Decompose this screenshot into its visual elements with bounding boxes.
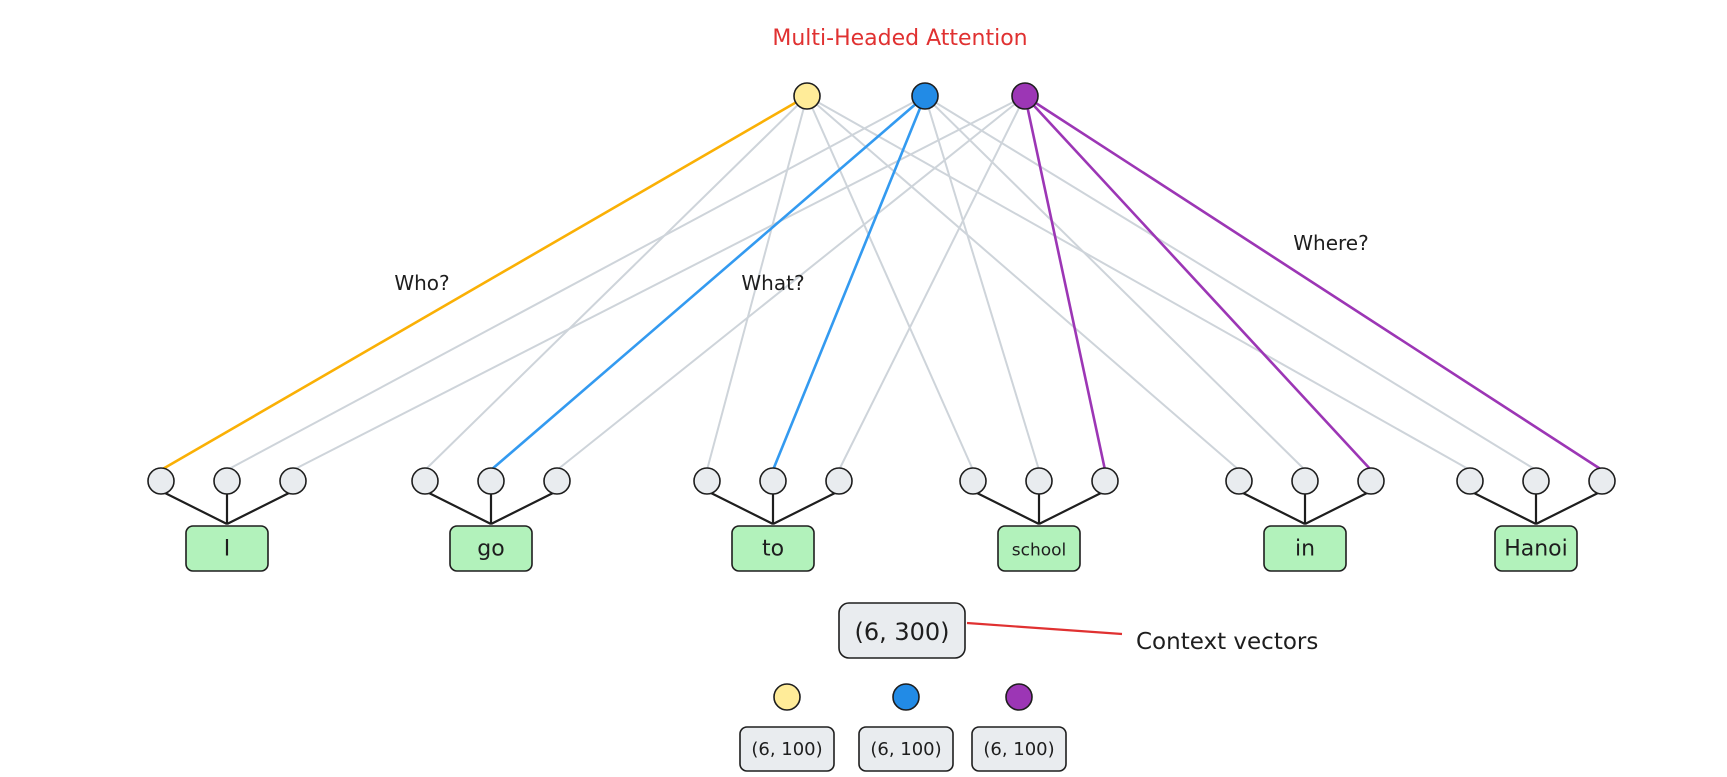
word-vector-node <box>477 467 505 495</box>
word-node-connectors <box>160 490 1603 525</box>
word-label: in <box>1295 537 1315 562</box>
node-connector <box>160 490 228 525</box>
word-vector-node <box>1025 467 1053 495</box>
node-connector <box>1535 490 1603 525</box>
word-box-i: I <box>185 525 269 572</box>
attention-line-gray <box>556 95 1026 471</box>
question-who: Who? <box>394 271 449 295</box>
context-shape: (6, 300) <box>854 618 949 646</box>
word-vector-node <box>1091 467 1119 495</box>
attention-line-highlighted <box>1024 95 1372 471</box>
attention-line-highlighted <box>1024 94 1603 472</box>
word-vector-node <box>1291 467 1319 495</box>
attention-heads <box>793 82 1039 110</box>
word-vector-node <box>213 467 241 495</box>
node-connector <box>972 490 1040 525</box>
node-connector <box>1469 490 1537 525</box>
word-label: school <box>1012 541 1067 561</box>
question-what: What? <box>741 271 804 295</box>
word-vector-node <box>1357 467 1385 495</box>
attention-line-gray <box>706 95 808 471</box>
word-label: to <box>762 537 784 562</box>
head-2-legend-dot <box>892 683 920 711</box>
attention-line-gray <box>924 95 1537 471</box>
diagram-title: Multi-Headed Attention <box>772 26 1027 51</box>
word-vector-node <box>147 467 175 495</box>
word-box-rect <box>997 525 1081 572</box>
head-output-box <box>858 726 954 772</box>
node-connector <box>490 490 558 525</box>
word-box-rect <box>731 525 815 572</box>
attention-lines-highlighted <box>160 94 1603 472</box>
head-outputs: (6, 100) (6, 100) (6, 100) <box>739 683 1067 772</box>
word-vector-nodes <box>147 467 1616 495</box>
word-vector-node <box>543 467 571 495</box>
head-1-node <box>793 82 821 110</box>
attention-line-highlighted <box>490 95 926 471</box>
head-3-legend-dot <box>1005 683 1033 711</box>
word-vector-node <box>759 467 787 495</box>
word-box-rect <box>1263 525 1347 572</box>
node-connector <box>772 490 840 525</box>
head-output-shape: (6, 100) <box>751 739 822 760</box>
word-vector-node <box>1522 467 1550 495</box>
attention-line-gray <box>806 95 974 471</box>
node-connector <box>706 490 774 525</box>
context-box <box>838 602 966 659</box>
context-pointer-line <box>966 621 1123 636</box>
attention-lines-gray <box>226 95 1537 471</box>
word-vector-node <box>959 467 987 495</box>
word-box-in: in <box>1263 525 1347 572</box>
head-output-shape: (6, 100) <box>870 739 941 760</box>
word-label: Hanoi <box>1504 537 1568 562</box>
node-connector <box>1304 490 1372 525</box>
head-output-box <box>739 726 835 772</box>
head-1-legend-dot <box>773 683 801 711</box>
attention-line-gray <box>924 95 1040 471</box>
head-2-node <box>911 82 939 110</box>
word-box-rect <box>185 525 269 572</box>
attention-line-gray <box>226 95 926 471</box>
word-vector-node <box>1456 467 1484 495</box>
node-connector <box>1038 490 1106 525</box>
attention-line-gray <box>806 95 1240 471</box>
node-connector <box>226 490 294 525</box>
attention-line-gray <box>292 95 1026 471</box>
word-box-rect <box>449 525 533 572</box>
word-vector-node <box>1588 467 1616 495</box>
context-vectors-box: (6, 300) <box>838 602 966 659</box>
word-box-school: school <box>997 525 1081 572</box>
word-vector-node <box>825 467 853 495</box>
word-label: I <box>224 537 231 562</box>
word-vector-node <box>411 467 439 495</box>
word-vector-node <box>279 467 307 495</box>
head-output-shape: (6, 100) <box>983 739 1054 760</box>
attention-line-highlighted <box>160 94 808 472</box>
attention-line-gray <box>838 95 1026 471</box>
node-connector <box>424 490 492 525</box>
node-connector <box>1238 490 1306 525</box>
word-box-hanoi: Hanoi <box>1494 525 1578 572</box>
word-vector-node <box>1225 467 1253 495</box>
head-output-box <box>971 726 1067 772</box>
attention-line-highlighted <box>771 95 927 471</box>
word-box-to: to <box>731 525 815 572</box>
attention-line-gray <box>924 95 1306 471</box>
word-label: go <box>477 537 504 562</box>
word-vector-node <box>693 467 721 495</box>
word-box-go: go <box>449 525 533 572</box>
attention-line-gray <box>806 95 1471 471</box>
word-box-rect <box>1494 525 1578 572</box>
head-3-node <box>1011 82 1039 110</box>
context-label: Context vectors <box>1136 629 1318 655</box>
attention-line-highlighted <box>1023 95 1107 471</box>
question-where: Where? <box>1293 231 1368 255</box>
attention-line-gray <box>424 95 808 471</box>
